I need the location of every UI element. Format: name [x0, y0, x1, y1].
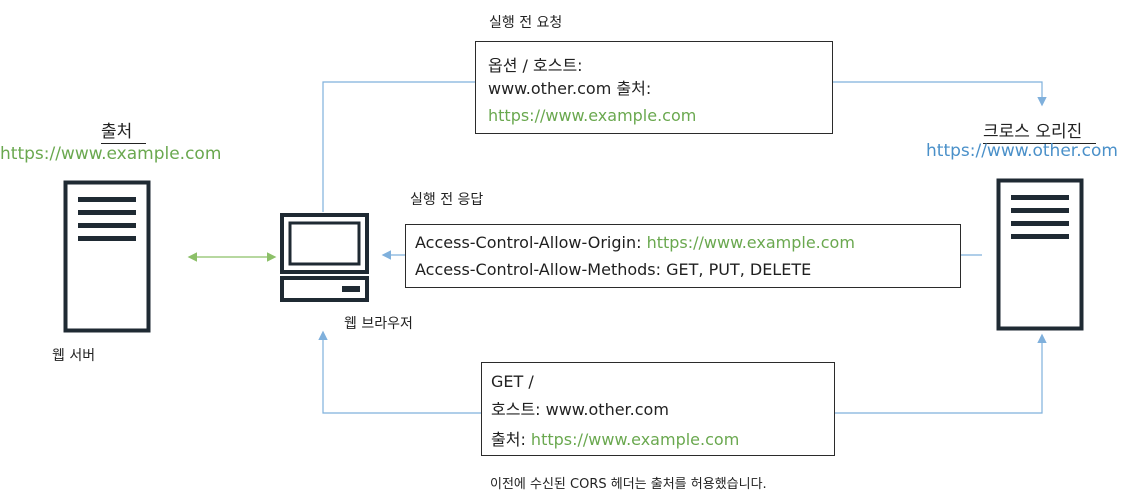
preflight-response-box: Access-Control-Allow-Origin: https://www…	[405, 224, 961, 288]
origin-url: https://www.example.com	[0, 144, 222, 164]
cross-origin-url: https://www.other.com	[926, 141, 1118, 161]
preflight-request-arrow	[322, 81, 475, 212]
actual-request-origin-key: 출처:	[491, 430, 531, 449]
preflight-request-title: 실행 전 요청	[489, 15, 563, 31]
actual-request-origin-value: https://www.example.com	[530, 430, 740, 449]
origin-heading: 출처	[101, 117, 147, 144]
allow-origin-value: https://www.example.com	[646, 233, 855, 252]
actual-request-line1: GET /	[491, 372, 534, 391]
footnote: 이전에 수신된 CORS 헤더는 출처를 허용했습니다.	[490, 477, 767, 492]
web-server-caption: 웹 서버	[52, 348, 96, 364]
actual-request-arrow	[318, 330, 481, 414]
allow-methods-line: Access-Control-Allow-Methods: GET, PUT, …	[415, 260, 812, 279]
preflight-response-title: 실행 전 응답	[410, 192, 484, 208]
allow-origin-line: Access-Control-Allow-Origin: https://www…	[415, 233, 855, 252]
web-browser-caption: 웹 브라우저	[344, 316, 413, 332]
web-server-icon	[63, 180, 151, 333]
cross-origin-server-icon	[996, 178, 1084, 331]
actual-request-origin-line: 출처: https://www.example.com	[491, 426, 739, 450]
cross-origin-heading: 크로스 오리진	[983, 117, 1097, 144]
actual-request-box: GET / 호스트: www.other.com 출처: https://www…	[481, 362, 835, 456]
actual-request-line2: 호스트: www.other.com	[491, 400, 669, 419]
preflight-request-line2: www.other.com 출처:	[488, 79, 652, 98]
preflight-request-origin: https://www.example.com	[488, 106, 697, 125]
preflight-request-line1: 옵션 / 호스트:	[488, 56, 583, 75]
web-browser-icon	[280, 213, 369, 302]
preflight-request-box: 옵션 / 호스트: www.other.com 출처: https://www.…	[475, 41, 833, 134]
allow-origin-key: Access-Control-Allow-Origin:	[415, 233, 647, 252]
